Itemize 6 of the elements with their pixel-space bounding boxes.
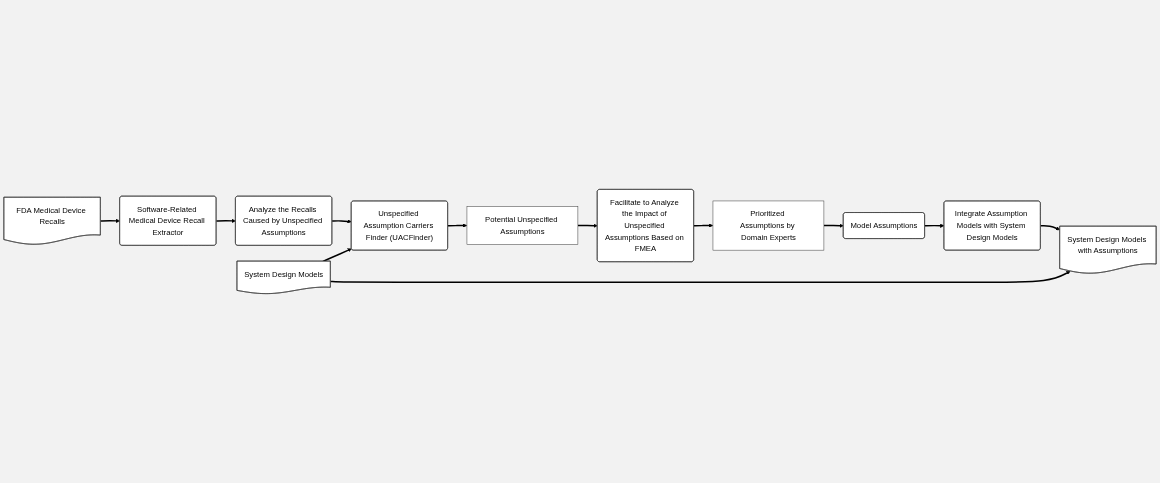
- arrow: [1039, 225, 1061, 231]
- arrow: [99, 218, 121, 223]
- arrow: [215, 218, 236, 223]
- arrow: [331, 219, 352, 224]
- arrow: [329, 270, 1071, 283]
- arrow: [322, 248, 352, 263]
